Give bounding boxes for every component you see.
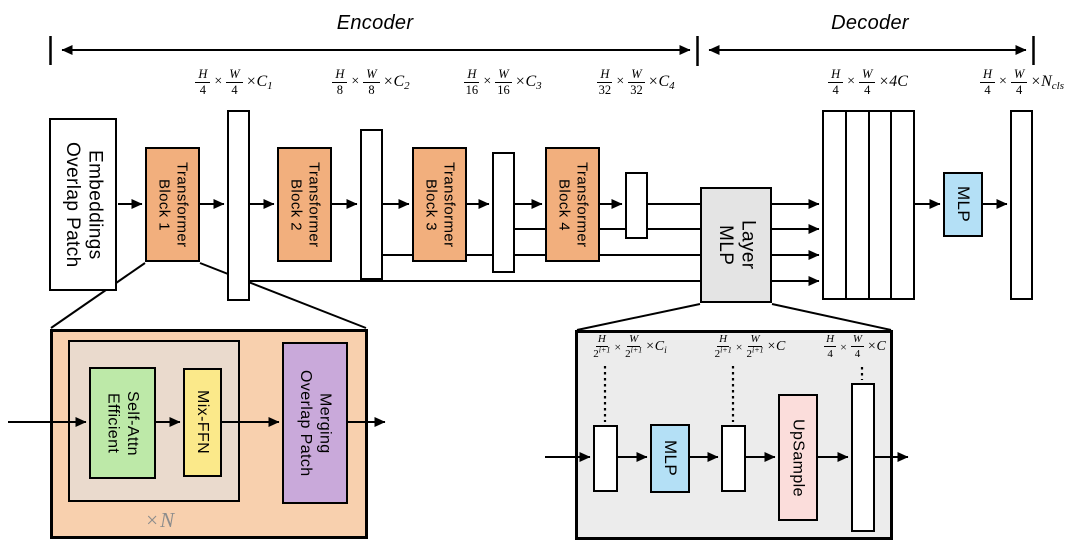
transformer-block-1: Transformer Block 1 <box>145 147 200 262</box>
mlp-detail-projected-bar <box>721 425 746 492</box>
transformer-block-4: Transformer Block 4 <box>545 147 600 262</box>
upsample-box: UpSample <box>778 394 818 521</box>
fused-feature-bars <box>822 110 915 300</box>
mix-ffn-box: Mix-FFN <box>183 368 222 477</box>
repeat-n-label: ×N <box>144 508 176 532</box>
overlap-patch-embeddings-box: Overlap Patch Embeddings <box>49 118 117 291</box>
transformer-block-3: Transformer Block 3 <box>412 147 467 262</box>
mlp-detail-mlp-box: MLP <box>650 424 690 493</box>
mlp-detail-upsampled-bar <box>851 383 875 532</box>
output-mask-bar <box>1010 110 1033 300</box>
feature-bar-stage1 <box>227 110 250 301</box>
encoder-label: Encoder <box>336 12 414 34</box>
feature-bar-stage4 <box>625 172 648 239</box>
feature-bar-stage3 <box>492 152 515 273</box>
mlp-detail-input-bar <box>593 425 618 492</box>
overlap-patch-merging-box: Overlap Patch Merging <box>282 342 348 504</box>
decoder-label: Decoder <box>831 12 909 34</box>
mlp-layer-box: MLP Layer <box>700 187 772 303</box>
transformer-block-2: Transformer Block 2 <box>277 147 332 262</box>
feature-bar-stage2 <box>360 129 383 280</box>
encoder-decoder-spans <box>49 36 1035 66</box>
decoder-mlp-box: MLP <box>943 172 983 237</box>
efficient-self-attn-box: Efficient Self-Attn <box>89 367 156 479</box>
